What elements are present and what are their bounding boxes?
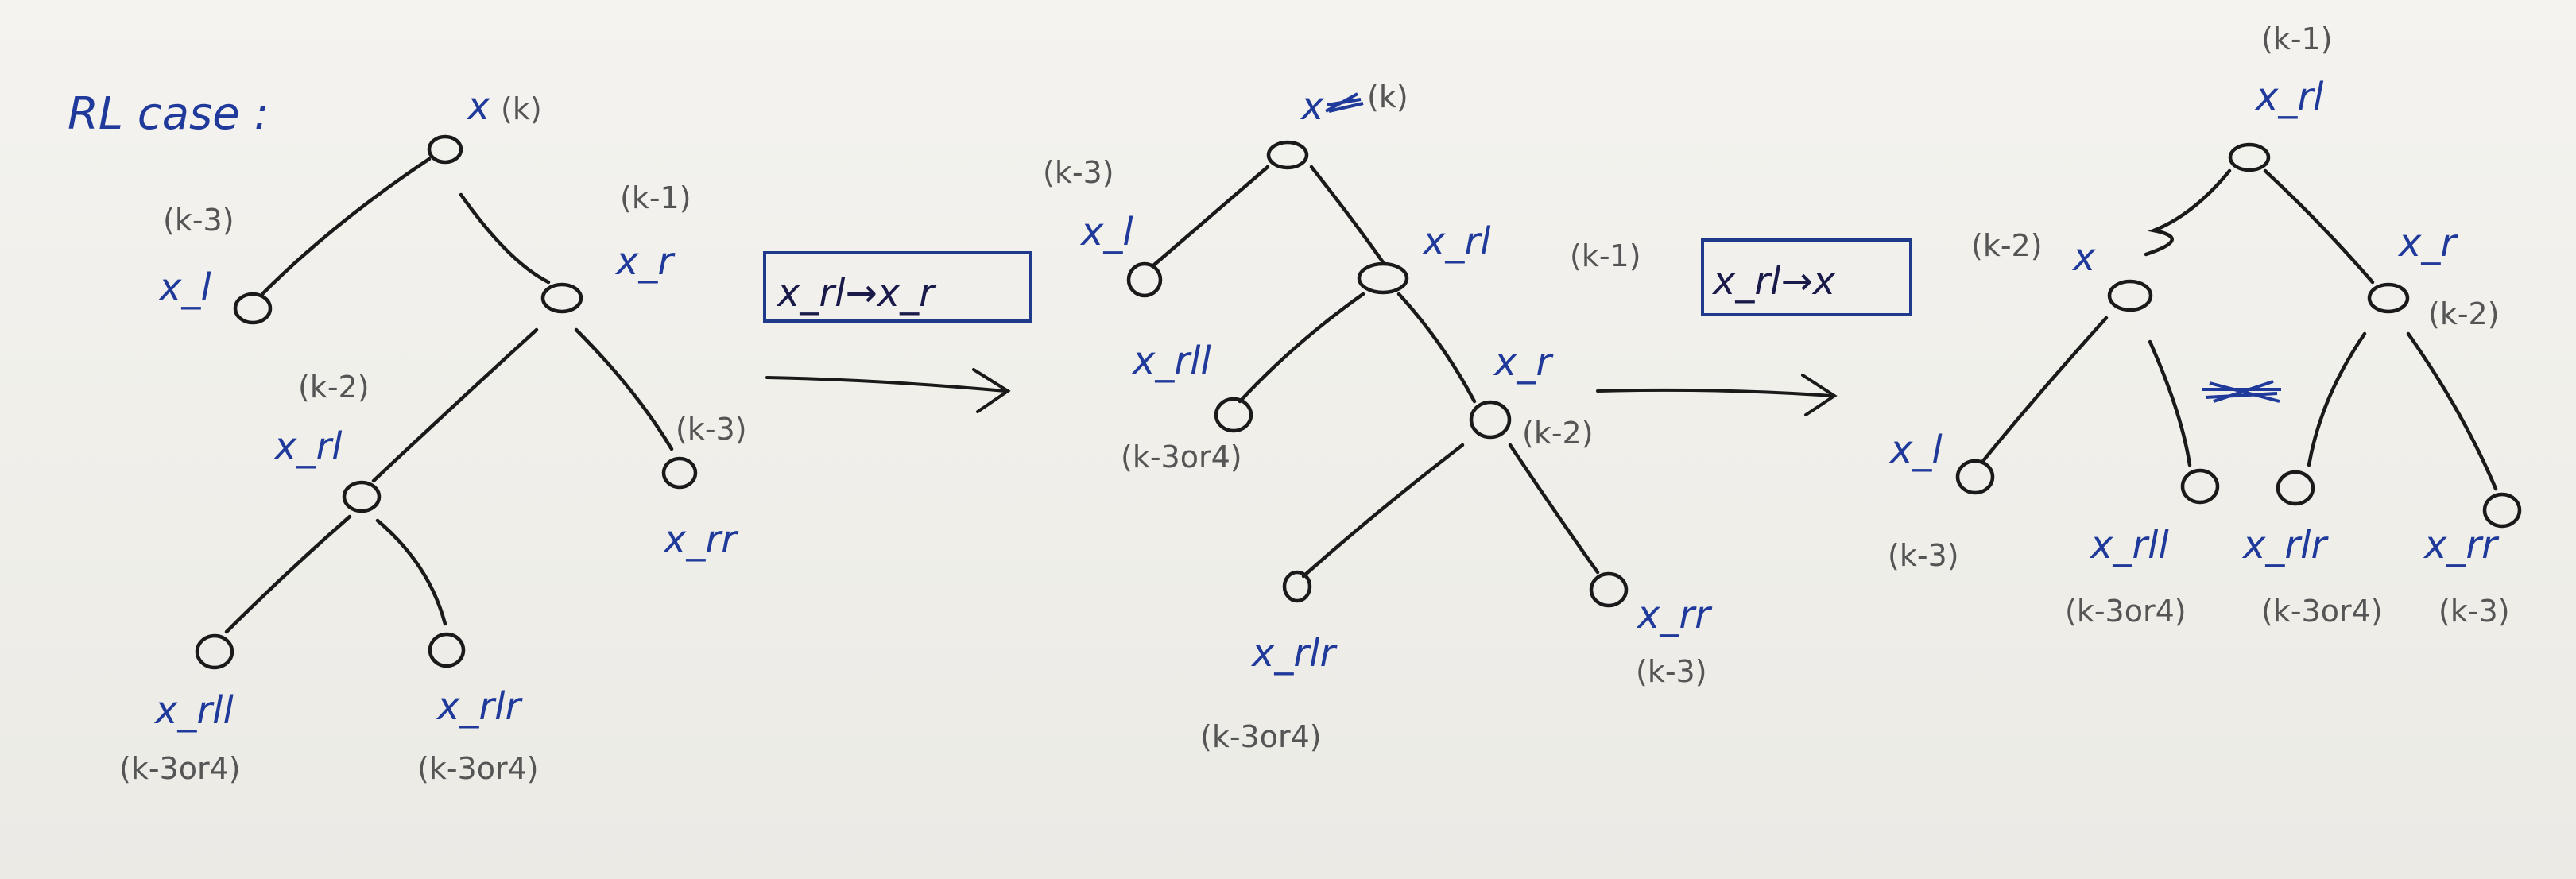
edge-x_rl-to-x_rll (1238, 292, 1365, 404)
height-x_rr: (k-3) (676, 412, 747, 447)
label-x_rl: x_rl (1421, 219, 1491, 264)
edge-x_r-to-x_rr (574, 327, 674, 451)
label-x_rl: x_rl (273, 424, 343, 469)
node-x (427, 134, 463, 165)
rotation-2-label: x_rl→x (1711, 259, 1836, 304)
edge-x_r-to-x_rlr (2307, 331, 2367, 467)
node-x_rlr (2276, 470, 2315, 506)
edge-x-to-x_l (260, 157, 432, 296)
edge-x-to-x_rll (2148, 339, 2192, 467)
label-x_rr: x_rr (2423, 523, 2500, 567)
rotation-1-box (763, 251, 1032, 323)
height-x_r: (k-2) (2428, 296, 2500, 331)
label-x_rll: x_rll (2089, 523, 2169, 567)
rotation-1-label: x_rl→x_r (776, 271, 937, 316)
rotation-2-arrow (1596, 388, 1834, 397)
label-x_rl: x_rl (2254, 75, 2324, 119)
height-x: (k-2) (1971, 228, 2043, 263)
edge-x-to-x_l (1981, 316, 2109, 463)
tree-after-second-rotation: (k-1) x_rl (k-2) x x_r (k-2) x_l (k-3) x… (1888, 21, 2522, 629)
height-x_rl: (k-1) (1570, 238, 1641, 273)
edge-x_r-to-x_rlr (1301, 443, 1465, 579)
height-x_rl: (k-2) (298, 370, 370, 405)
node-x (2107, 279, 2153, 312)
edge-x-to-x_r (459, 192, 551, 285)
diagram-title: RL case : (68, 88, 269, 140)
label-x: x (1300, 84, 1324, 129)
struck-out-label (2202, 380, 2281, 403)
node-x_l (1126, 261, 1163, 298)
height-x_rr: (k-3) (1636, 654, 1707, 689)
node-x_rl (1357, 261, 1409, 295)
height-x_rlr: (k-3or4) (2261, 594, 2383, 629)
edge-x_r-to-x_rr (2406, 331, 2498, 491)
node-x_rl (2228, 142, 2271, 172)
edge-x_r-to-x_rr (1508, 443, 1600, 575)
label-x_rr: x_rr (662, 517, 739, 562)
height-x_rll: (k-3or4) (2065, 594, 2187, 629)
height-x_rll: (k-3or4) (119, 751, 241, 786)
label-x_r: x_r (2397, 221, 2458, 265)
rotation-step-2: x_rl→x (1596, 238, 1912, 416)
label-x_r: x_r (1493, 340, 1554, 385)
edge-x-to-x_l (1150, 165, 1270, 269)
label-x: x (2071, 235, 2096, 280)
height-x: (k) (1367, 79, 1408, 114)
label-x_rll: x_rll (1131, 339, 1211, 383)
node-x_l (1955, 459, 1995, 495)
edge-x_rl-to-x_rlr (375, 518, 447, 626)
node-x_rlr (1282, 570, 1312, 603)
label-x_l: x_l (1888, 428, 1943, 472)
edge-x_rl-to-x (2144, 168, 2232, 257)
node-x_rr (1589, 571, 1629, 608)
label-x_r: x_r (614, 239, 676, 284)
label-x_rll: x_rll (153, 688, 234, 733)
node-x_rll (195, 633, 234, 670)
label-x_l: x_l (157, 265, 211, 310)
rotation-step-1: x_rl→x_r (763, 251, 1032, 413)
height-x_l: (k-3) (163, 203, 234, 238)
rotation-1-arrowhead (972, 368, 1011, 413)
node-x_rll (2180, 468, 2220, 505)
height-x_r: (k-2) (1522, 416, 1594, 451)
height-x_rl: (k-1) (2261, 21, 2333, 56)
edge-x_rl-to-x_rll (224, 514, 352, 634)
node-x_rlr (428, 632, 466, 668)
tree-before-rotation: x (k) (k-3) x_l (k-1) x_r (k-2) x_rl (k-… (119, 84, 747, 786)
node-x_l (233, 292, 273, 325)
height-x_l: (k-3) (1043, 155, 1114, 190)
height-x_r: (k-1) (620, 180, 691, 215)
node-x (1266, 140, 1309, 170)
node-x_rr (661, 456, 698, 490)
strike-scribble (1325, 92, 1364, 113)
tree-after-first-rotation: x (k) (k-3) x_l x_rl (k-1) x_rll (k-3or4… (1043, 79, 1713, 754)
edge-x_rl-to-x_r (1396, 292, 1477, 404)
label-x_rr: x_rr (1636, 593, 1713, 637)
node-x_r (1469, 400, 1512, 440)
rotation-1-arrow (765, 376, 1007, 393)
node-x_r (540, 282, 583, 314)
label-x_l: x_l (1079, 210, 1133, 254)
edge-x_r-to-x_rl (371, 327, 539, 483)
label-x_rlr: x_rlr (1250, 631, 1338, 676)
node-x_rr (2482, 492, 2522, 529)
height-x_rll: (k-3or4) (1121, 440, 1242, 474)
label-x: x (466, 84, 490, 129)
rotation-2-arrowhead (1801, 374, 1838, 416)
label-x_rlr: x_rlr (436, 684, 523, 729)
height-x_l: (k-3) (1888, 538, 1959, 573)
height-x: (k) (501, 91, 542, 126)
edge-x_rl-to-x_r (2263, 168, 2375, 285)
height-x_rlr: (k-3or4) (1200, 719, 1322, 754)
node-x_rll (1214, 397, 1253, 433)
height-x_rr: (k-3) (2438, 594, 2510, 629)
node-x_rl (342, 480, 382, 513)
node-x_r (2367, 282, 2410, 314)
height-x_rlr: (k-3or4) (417, 751, 539, 786)
rotation-2-box (1701, 238, 1912, 316)
label-x_rlr: x_rlr (2241, 523, 2329, 567)
edge-x-to-x_rl (1309, 165, 1385, 265)
